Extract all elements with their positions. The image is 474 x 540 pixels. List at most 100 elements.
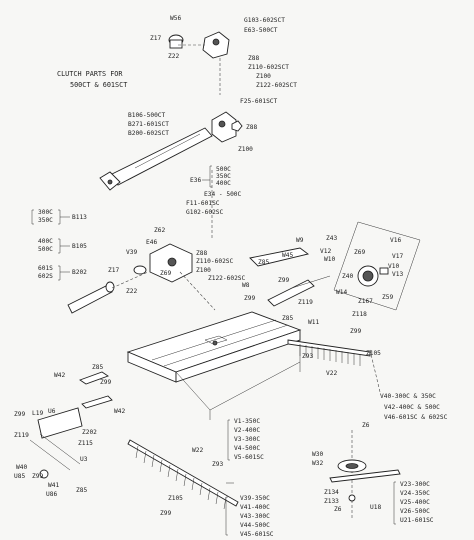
label-v39s: V39-350C [240, 495, 270, 502]
label-z85a: Z85 [258, 259, 269, 266]
label-v23: V23-300C [400, 481, 430, 488]
label-z122b: Z122-602SC [208, 275, 246, 282]
label-e36-400: 400C [216, 180, 231, 187]
label-w45: W45 [282, 252, 293, 259]
label-v40: V40-300C & 350C [380, 393, 436, 400]
label-u18: U18 [370, 504, 381, 511]
label-w41: W41 [48, 482, 59, 489]
label-z43: Z43 [326, 235, 337, 242]
label-z105b: Z105 [168, 495, 183, 502]
label-z119: Z119 [298, 299, 313, 306]
label-z17a: Z17 [150, 35, 161, 42]
label-z40: Z40 [342, 273, 353, 280]
label-z88c: Z88 [196, 250, 207, 257]
label-f25: F25-601SCT [240, 98, 278, 105]
label-l19: L19 [32, 410, 43, 417]
label-u86: U86 [46, 491, 57, 498]
label-w14: W14 [336, 289, 347, 296]
gearbox [133, 170, 216, 311]
label-g102: G102-602SC [186, 209, 224, 216]
label-v45: V45-601SC [240, 531, 274, 538]
label-v2: V2-400C [234, 427, 260, 434]
label-v44: V44-500C [240, 522, 270, 529]
label-w32: W32 [312, 460, 323, 467]
clutch-caption-line1: CLUTCH PARTS FOR [57, 70, 123, 78]
label-z69a: Z69 [160, 270, 171, 277]
label-w42a: W42 [54, 372, 65, 379]
label-w30: W30 [312, 451, 323, 458]
front-chain-guard [127, 439, 239, 510]
label-z6a: Z6 [362, 422, 370, 429]
label-u6: U6 [48, 408, 56, 415]
label-e36-500: 500C [216, 166, 231, 173]
label-b105-b: 500C [38, 246, 53, 253]
label-e36-350: 350C [216, 173, 231, 180]
label-v17: V17 [392, 253, 403, 260]
label-w8: W8 [242, 282, 250, 289]
label-e46: E46 [146, 239, 157, 246]
label-z99d: Z99 [100, 379, 111, 386]
label-v10: V10 [388, 263, 399, 270]
left-bracket-assembly [29, 371, 113, 479]
label-b113-a: 300C [38, 209, 53, 216]
label-w10: W10 [324, 256, 335, 263]
label-w56: W56 [170, 15, 181, 22]
label-z62: Z62 [154, 227, 165, 234]
label-z99e: Z99 [14, 411, 25, 418]
label-u85: U85 [14, 473, 25, 480]
label-z99f: Z99 [32, 473, 43, 480]
label-z134: Z134 [324, 489, 339, 496]
label-z17b: Z17 [108, 267, 119, 274]
label-z85c: Z85 [92, 364, 103, 371]
label-g103: G103-602SCT [244, 17, 285, 24]
label-z167: Z167 [358, 298, 373, 305]
label-b106: B106-500CT [128, 112, 166, 119]
label-v1: V1-350C [234, 418, 260, 425]
label-w22: W22 [192, 447, 203, 454]
label-v41: V41-400C [240, 504, 270, 511]
label-b202-b: 602S [38, 273, 53, 280]
label-b202-a: 601S [38, 265, 53, 272]
label-z100c: Z100 [196, 267, 211, 274]
label-z110b: Z110-602SC [196, 258, 234, 265]
label-z88a: Z88 [248, 55, 259, 62]
label-v43: V43-300C [240, 513, 270, 520]
rear-chain-guard [287, 339, 381, 393]
label-z100a: Z100 [256, 73, 271, 80]
label-z99g: Z99 [160, 510, 171, 517]
label-e63: E63-500CT [244, 27, 278, 34]
lower-shaft [67, 271, 149, 314]
label-v42: V42-400C & 500C [384, 404, 440, 411]
label-v16: V16 [390, 237, 401, 244]
label-w42b: W42 [114, 408, 125, 415]
label-z110a: Z110-602SCT [248, 64, 289, 71]
label-z85b: Z85 [282, 315, 293, 322]
label-z22a: Z22 [168, 53, 179, 60]
label-w11: W11 [308, 319, 319, 326]
label-z119b: Z119 [14, 432, 29, 439]
label-z59: Z59 [382, 294, 393, 301]
label-v3: V3-300C [234, 436, 260, 443]
label-v13: V13 [392, 271, 403, 278]
label-v4: V4-500C [234, 445, 260, 452]
label-z118: Z118 [352, 311, 367, 318]
driveline-shaft [99, 127, 213, 191]
label-u3: U3 [80, 456, 88, 463]
label-z88b: Z88 [246, 124, 257, 131]
label-v26: V26-500C [400, 508, 430, 515]
label-b271: B271-601SCT [128, 121, 169, 128]
label-z93b: Z93 [212, 461, 223, 468]
label-z85d: Z85 [76, 487, 87, 494]
label-u21: U21-601SC [400, 517, 434, 524]
label-z122a: Z122-602SCT [256, 82, 297, 89]
label-z105a: Z105 [366, 350, 381, 357]
label-v25: V25-400C [400, 499, 430, 506]
label-v12: V12 [320, 248, 331, 255]
blade-spindle-assembly [329, 430, 401, 520]
top-yoke-assembly [168, 31, 243, 143]
label-f11: F11-601SC [186, 200, 220, 207]
label-w9: W9 [296, 237, 304, 244]
label-b113: B113 [72, 214, 87, 221]
label-e34: E34 - 500C [204, 191, 242, 198]
